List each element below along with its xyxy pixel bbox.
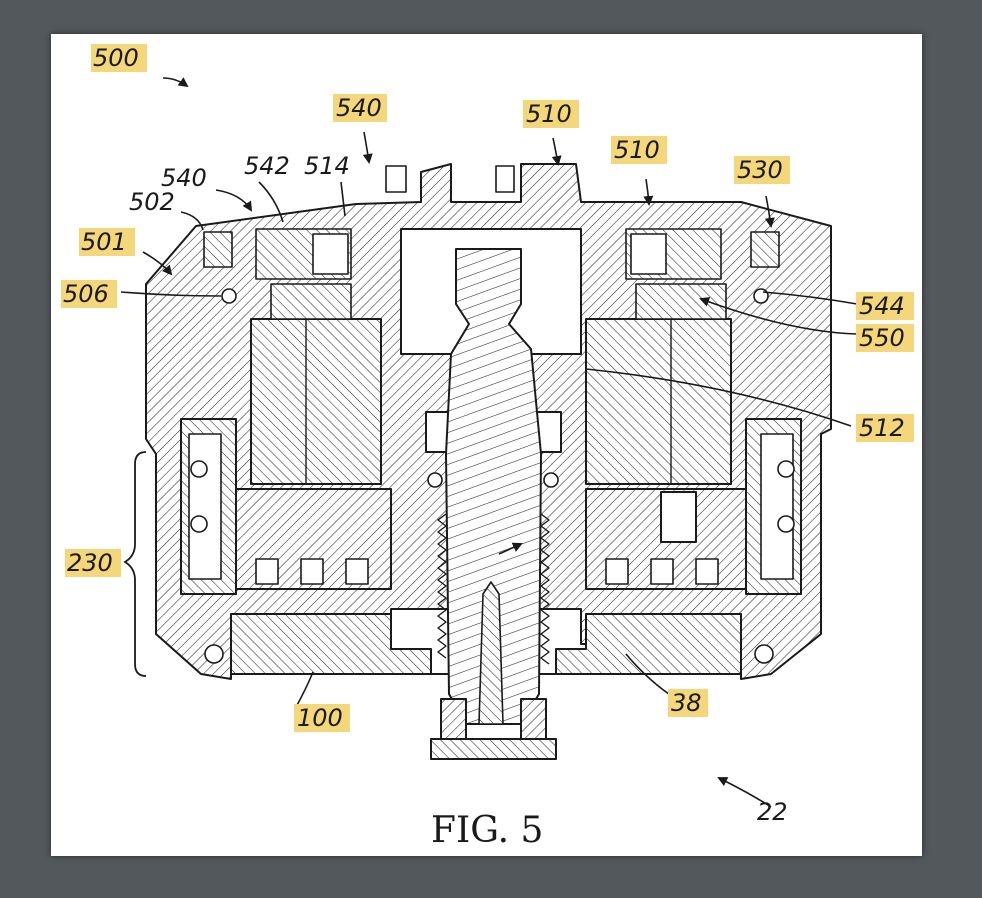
figure-caption: FIG. 5	[431, 810, 543, 851]
label-542: 542	[244, 152, 290, 180]
label-502: 502	[129, 188, 175, 216]
right-motor-block	[585, 318, 732, 485]
label-540-left: 540	[161, 164, 207, 192]
label-22: 22	[757, 798, 788, 826]
label-100: 100	[297, 704, 343, 732]
label-512: 512	[859, 414, 905, 442]
left-motor-block	[250, 318, 382, 485]
label-501: 501	[81, 228, 127, 256]
label-540-top: 540	[336, 94, 382, 122]
label-500: 500	[93, 44, 139, 72]
label-530: 530	[737, 156, 783, 184]
label-510-right: 510	[614, 136, 660, 164]
bottom-nut	[430, 738, 557, 760]
label-230: 230	[67, 549, 113, 577]
label-544: 544	[859, 292, 905, 320]
label-38: 38	[671, 689, 702, 717]
assembly-body	[145, 163, 832, 760]
label-550: 550	[859, 324, 905, 352]
reference-labels: 500 540 510 510 530 540 542 514 502 501 …	[61, 44, 914, 826]
label-514: 514	[304, 152, 350, 180]
cross-section-drawing: 500 540 510 510 530 540 542 514 502 501 …	[61, 44, 914, 851]
label-510-top: 510	[526, 100, 572, 128]
base-plate	[230, 613, 742, 675]
label-506: 506	[63, 280, 109, 308]
drawing-sheet: 500 540 510 510 530 540 542 514 502 501 …	[51, 34, 922, 856]
bracket-230	[123, 451, 147, 677]
